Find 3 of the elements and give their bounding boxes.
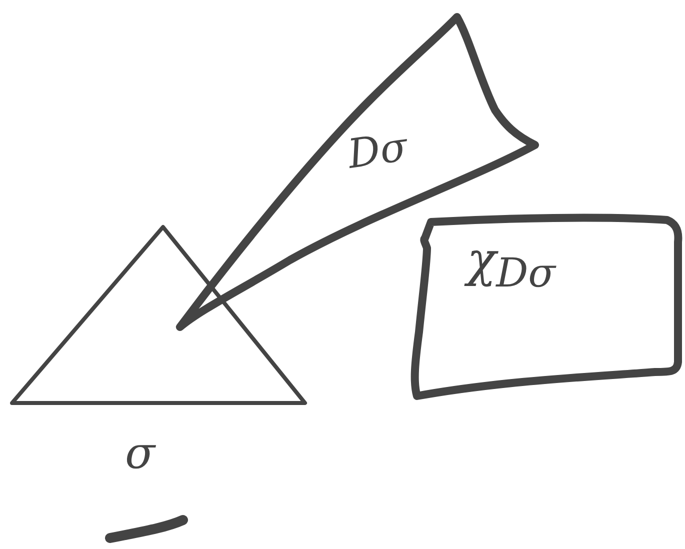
math-label: Dσ — [345, 124, 410, 178]
node-caption: σ — [125, 428, 156, 479]
triangle-shape — [10, 225, 307, 406]
